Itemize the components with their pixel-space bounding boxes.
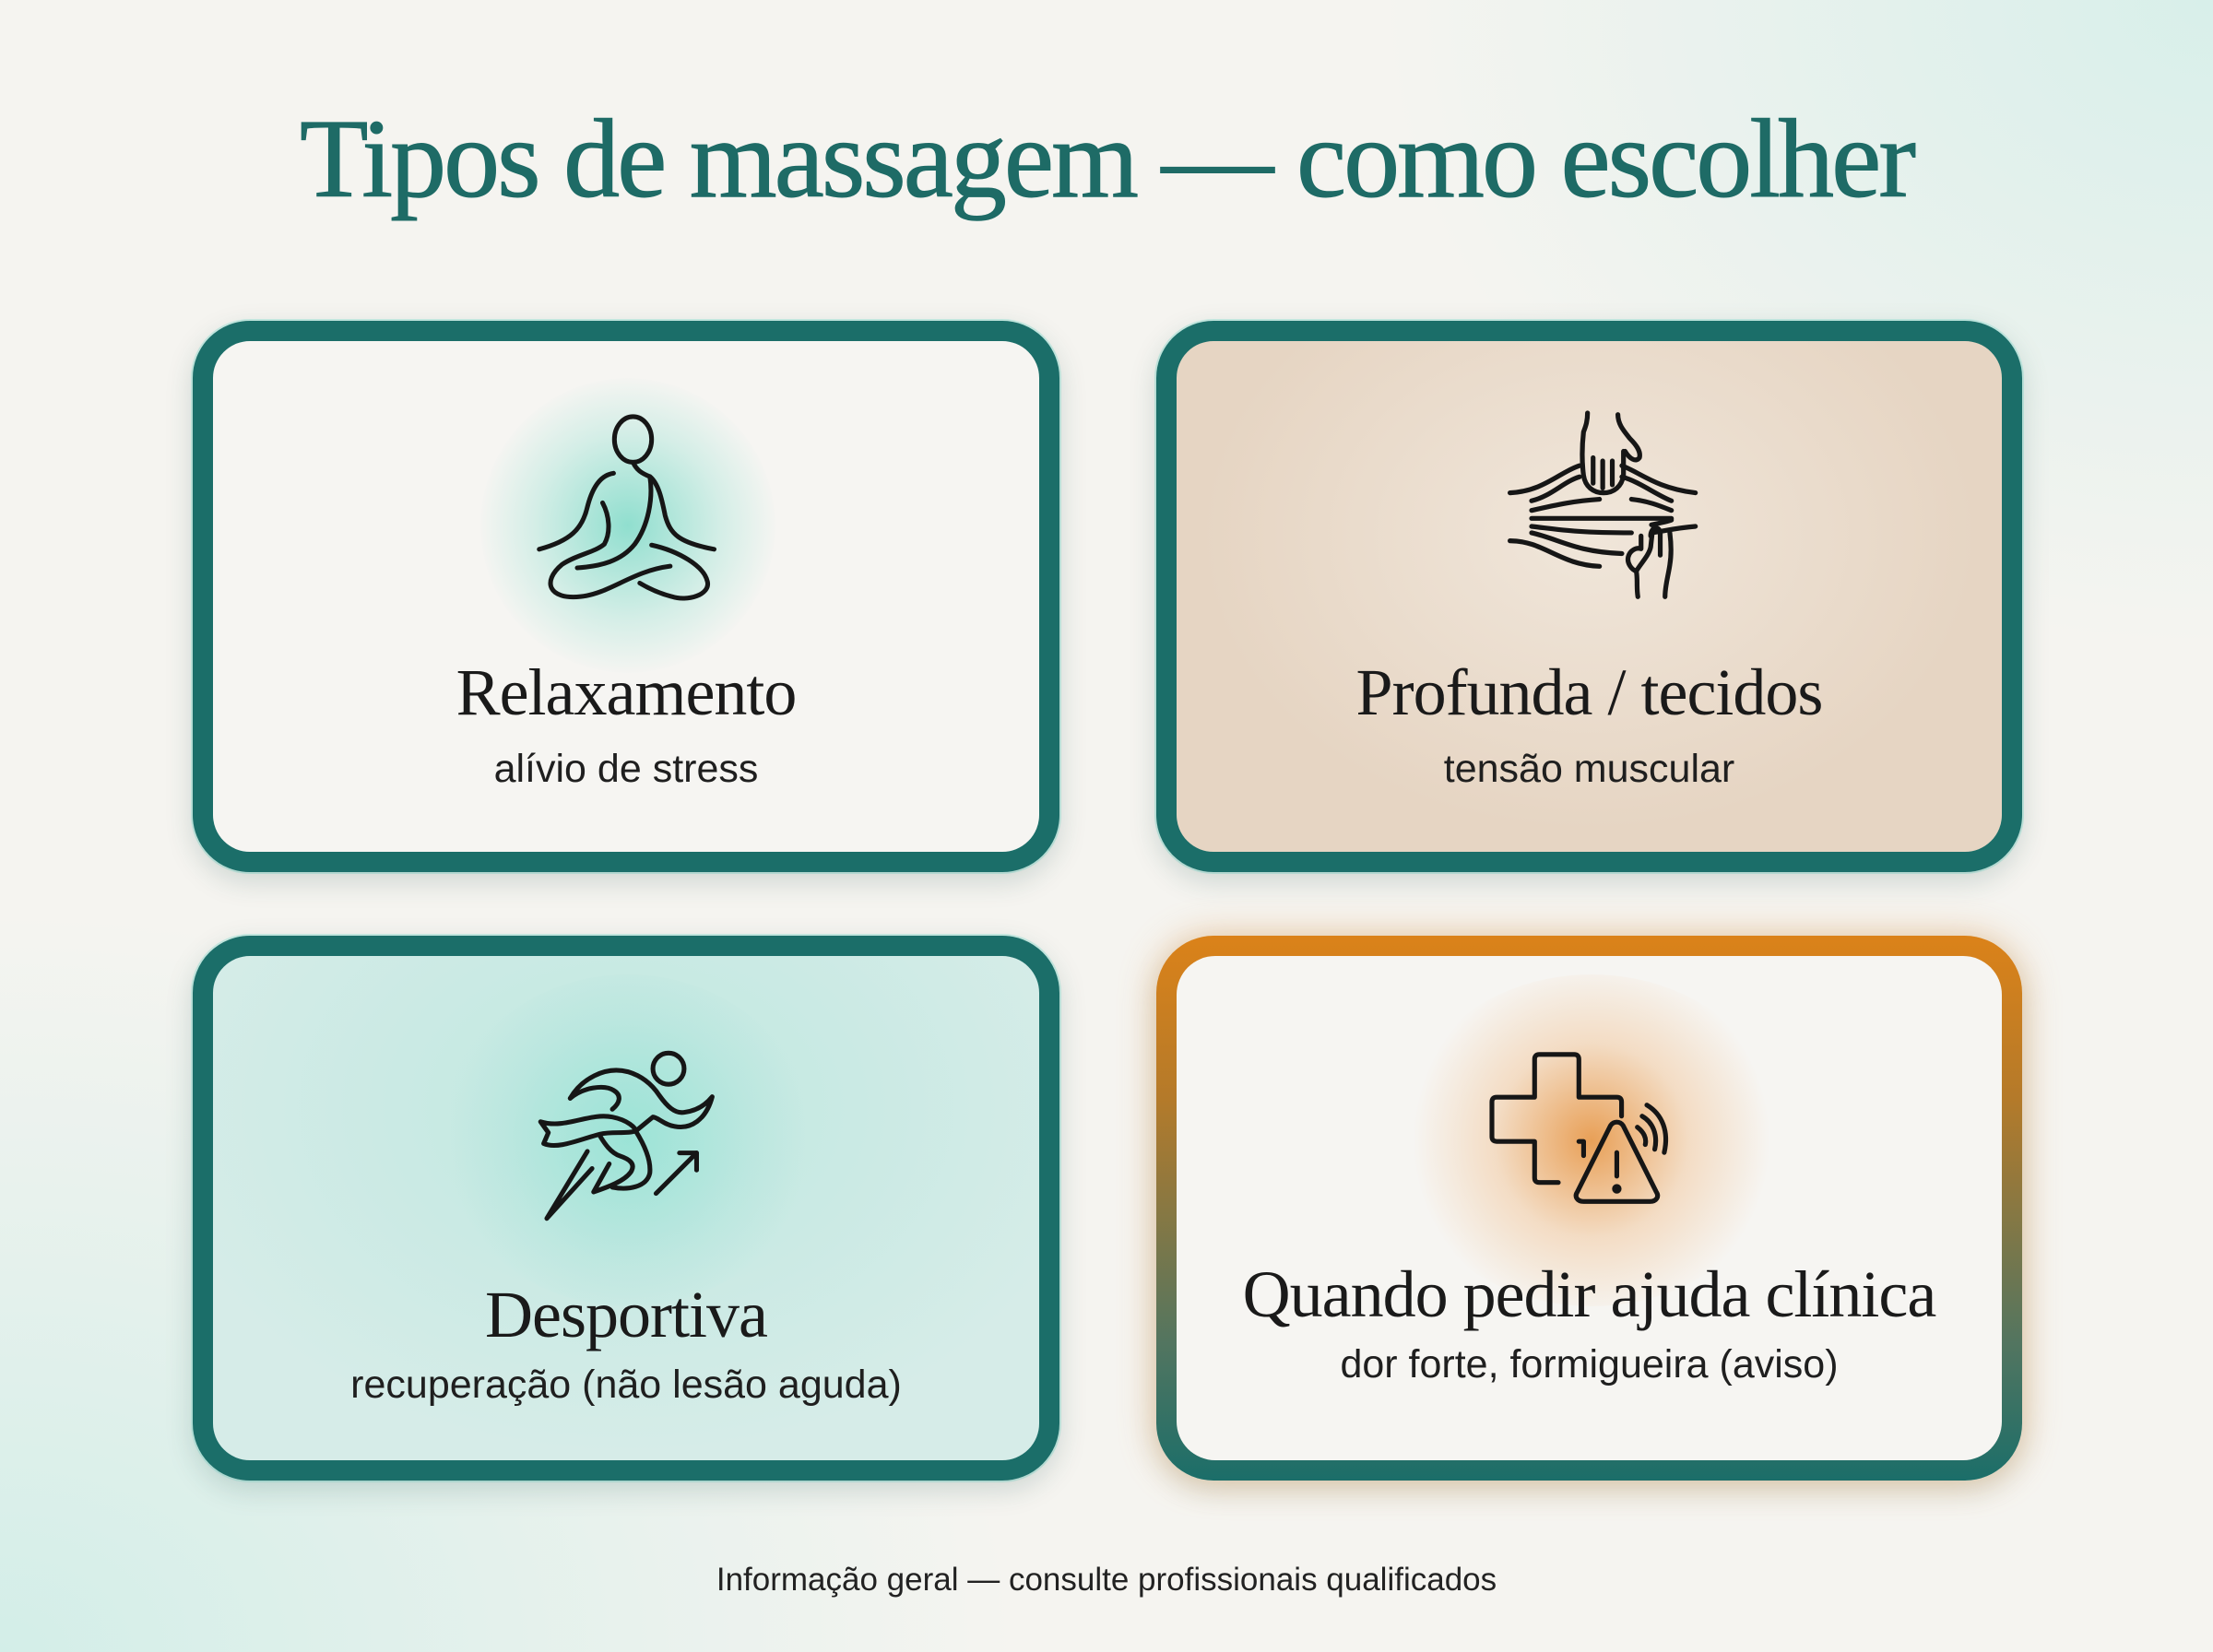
meditation-icon <box>527 406 729 608</box>
card-title: Profunda / tecidos <box>1355 655 1824 729</box>
disclaimer-footer: Informação geral — consulte profissionai… <box>716 1562 1497 1598</box>
card-title: Desportiva <box>485 1278 768 1351</box>
card-relaxamento: Relaxamento alívio de stress <box>193 321 1059 872</box>
card-subtitle: tensão muscular <box>1443 747 1735 791</box>
card-ajuda-clinica: Quando pedir ajuda clínica dor forte, fo… <box>1156 936 2022 1481</box>
card-inner: Quando pedir ajuda clínica dor forte, fo… <box>1177 956 2002 1460</box>
card-subtitle: alívio de stress <box>493 747 759 791</box>
page-title: Tipos de massagem — como escolher <box>300 97 1917 221</box>
card-title: Relaxamento <box>456 655 798 729</box>
card-desportiva: Desportiva recuperação (não lesão aguda) <box>193 936 1059 1481</box>
hands-muscle-icon <box>1472 392 1711 613</box>
card-title: Quando pedir ajuda clínica <box>1242 1257 1937 1331</box>
card-subtitle: dor forte, formigueira (aviso) <box>1340 1342 1839 1386</box>
medical-warning-icon <box>1470 1039 1691 1223</box>
card-profunda-tecidos: Profunda / tecidos tensão muscular <box>1156 321 2022 872</box>
runner-icon <box>517 1034 739 1237</box>
card-subtitle: recuperação (não lesão aguda) <box>350 1363 902 1407</box>
